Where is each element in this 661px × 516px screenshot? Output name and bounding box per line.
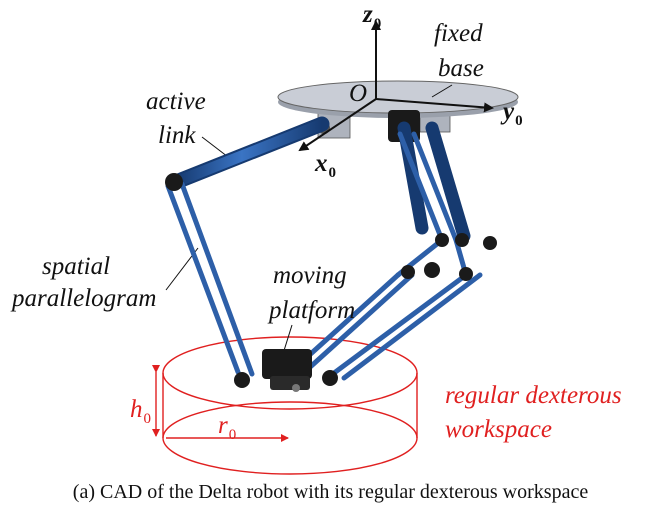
h0-label: h0 xyxy=(130,396,151,427)
coordinate-axes xyxy=(298,20,494,152)
workspace-label-line2: workspace xyxy=(445,416,552,443)
moving-platform xyxy=(262,349,312,392)
fixed-base-label-line1: fixed xyxy=(434,20,483,47)
workspace-cylinder xyxy=(152,336,418,475)
origin-label: O xyxy=(349,80,368,107)
fixed-base-label-line2: base xyxy=(438,55,484,82)
workspace-label-line1: regular dexterous xyxy=(445,382,622,409)
z-axis-label: z0 xyxy=(363,1,382,32)
moving-platform-label-line2: platform xyxy=(269,297,356,324)
joints xyxy=(165,173,497,389)
active-links xyxy=(168,116,471,243)
active-link-label-line1: active xyxy=(146,88,206,115)
r0-label: r0 xyxy=(218,412,237,443)
x-axis-label: x0 xyxy=(315,150,336,181)
active-link-label-line2: link xyxy=(158,122,196,149)
fixed-base-leader xyxy=(431,84,453,98)
spatial-parallelogram-label-line1: spatial xyxy=(42,253,111,280)
x-axis-arrow xyxy=(298,98,377,152)
figure-caption: (a) CAD of the Delta robot with its regu… xyxy=(72,481,589,503)
moving-platform-label-line1: moving xyxy=(273,262,347,289)
y-axis-arrow xyxy=(375,98,494,113)
y-axis-label: y0 xyxy=(503,98,523,129)
spatial-parallelogram-label-line2: parallelogram xyxy=(12,285,157,312)
